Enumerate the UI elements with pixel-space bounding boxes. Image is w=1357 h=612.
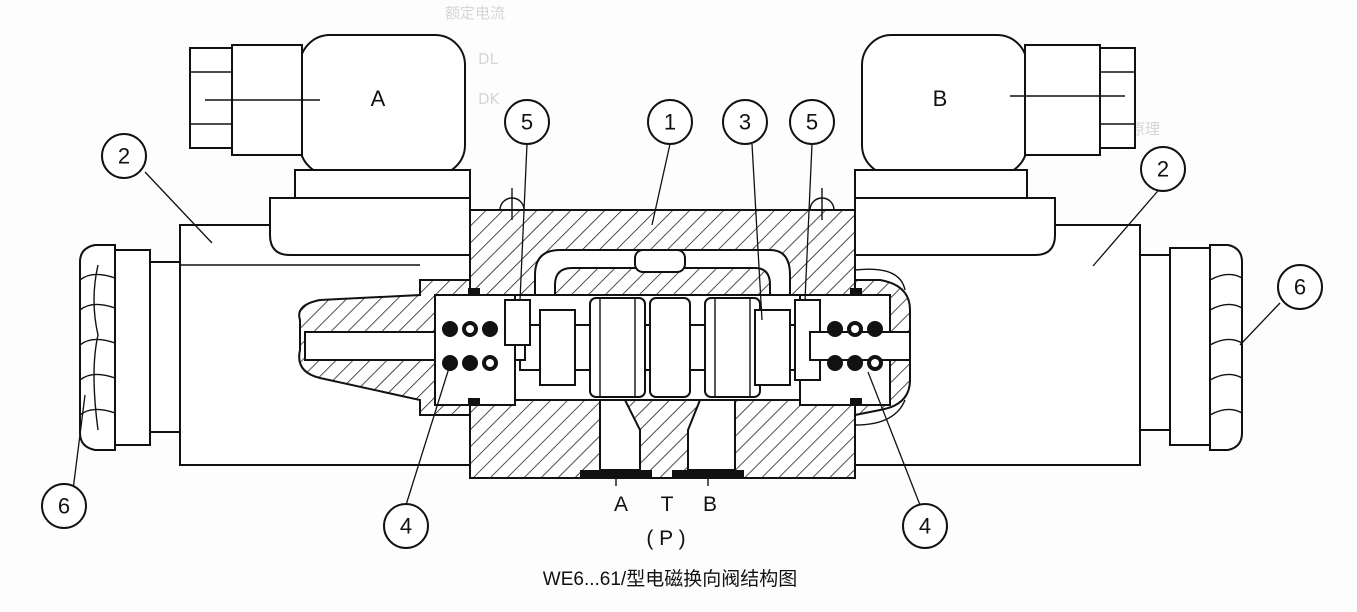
svg-text:6: 6 [58, 494, 70, 519]
callout-6-left: 6 [41, 483, 87, 529]
spool [519, 297, 806, 398]
right-solenoid: B [854, 34, 1243, 466]
coil-b-housing: B [854, 34, 1136, 256]
coil-a-label: A [371, 86, 386, 111]
svg-text:2: 2 [1157, 157, 1169, 182]
left-solenoid: A [79, 34, 471, 466]
callout-5-right: 5 [789, 99, 835, 145]
coil-a-housing: A [189, 34, 471, 256]
diagram-caption: WE6...61/型电磁换向阀结构图 [543, 568, 797, 590]
svg-text:4: 4 [919, 514, 931, 539]
callout-4-left: 4 [383, 503, 429, 549]
port-p-label: ( P ) [646, 527, 685, 550]
valve-housing [469, 188, 856, 486]
port-a-label: A [614, 493, 628, 516]
right-manual-override [1139, 244, 1243, 451]
svg-text:3: 3 [739, 110, 751, 135]
left-armature-assembly [298, 279, 531, 416]
svg-text:2: 2 [118, 144, 130, 169]
svg-text:5: 5 [521, 110, 533, 135]
leader-lines [72, 143, 1281, 506]
left-manual-override [79, 244, 181, 451]
right-spring [827, 321, 883, 371]
callout-3: 3 [722, 99, 768, 145]
svg-text:6: 6 [1294, 275, 1306, 300]
port-b-label: B [703, 493, 717, 516]
port-t-label: T [661, 493, 674, 516]
ghost-text-3: DK [478, 90, 501, 108]
callout-5-left: 5 [504, 99, 550, 145]
callout-2-right: 2 [1140, 146, 1186, 192]
callout-4-right: 4 [902, 503, 948, 549]
callout-2-left: 2 [101, 133, 147, 179]
left-spring [442, 321, 498, 371]
callout-1: 1 [647, 99, 693, 145]
svg-text:5: 5 [806, 110, 818, 135]
ghost-text-2: DL [478, 50, 499, 68]
right-armature-assembly [794, 268, 911, 426]
callout-6-right: 6 [1277, 264, 1323, 310]
coil-b-label: B [933, 86, 948, 111]
svg-text:4: 4 [400, 514, 412, 539]
svg-text:1: 1 [664, 110, 676, 135]
ghost-text-1: 额定电流 [445, 4, 505, 22]
